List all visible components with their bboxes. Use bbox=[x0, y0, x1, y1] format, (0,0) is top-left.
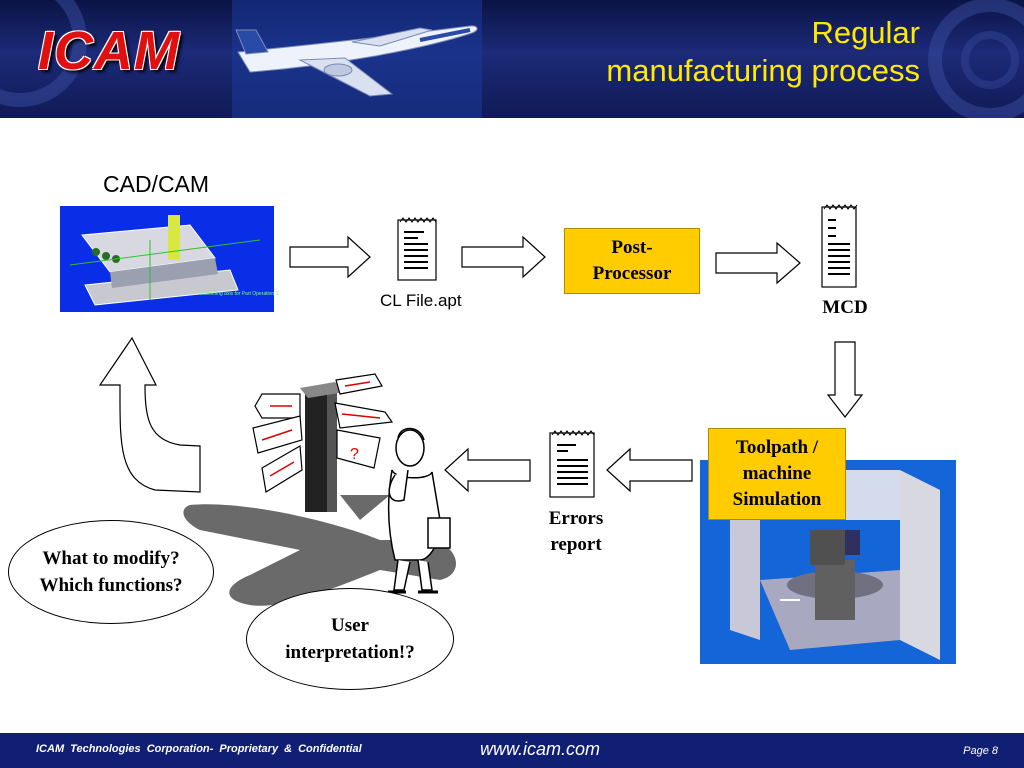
arrow-postprocessor-to-mcd bbox=[715, 241, 801, 285]
signpost-question-mark: ? bbox=[350, 446, 359, 463]
modify-line2: Which functions? bbox=[39, 575, 183, 596]
simulation-line1: Toolpath / bbox=[735, 437, 819, 458]
airplane-image bbox=[235, 25, 478, 97]
errors-report-label: Errors report bbox=[526, 506, 626, 558]
modify-line1: What to modify? bbox=[42, 548, 180, 569]
simulation-line3: Simulation bbox=[732, 489, 822, 510]
user-interpretation-ellipse: User interpretation!? bbox=[246, 588, 454, 690]
postprocessor-box: Post- Processor bbox=[564, 228, 700, 294]
signpost-shadow bbox=[183, 495, 457, 606]
clfile-label: CL File.apt bbox=[380, 291, 462, 310]
mcd-label: MCD bbox=[822, 297, 868, 318]
user-line2: interpretation!? bbox=[285, 642, 415, 663]
modify-question-ellipse: What to modify? Which functions? bbox=[8, 520, 214, 624]
slide-title-line1: Regular bbox=[811, 15, 920, 50]
arrow-mcd-to-simulation bbox=[826, 341, 864, 418]
postprocessor-line1: Post- bbox=[611, 237, 653, 258]
svg-text:Machining axis for Part Operat: Machining axis for Part Operation.1 bbox=[200, 291, 279, 297]
cadcam-image: Machining axis for Part Operation.1 bbox=[60, 206, 279, 312]
mcd-document-icon bbox=[821, 204, 858, 288]
arrow-simulation-to-errors bbox=[606, 447, 693, 493]
simulation-line2: machine bbox=[742, 463, 812, 484]
website-link[interactable]: www.icam.com bbox=[480, 739, 601, 759]
header-banner: ICAM Regular manufacturing process bbox=[0, 0, 1024, 118]
clfile-document-icon bbox=[397, 217, 437, 281]
cadcam-label: CAD/CAM bbox=[103, 171, 210, 197]
arrow-errors-to-user bbox=[444, 447, 531, 493]
footer-bar: ICAM Technologies Corporation- Proprieta… bbox=[0, 733, 1024, 768]
arrow-back-to-cadcam bbox=[98, 336, 201, 493]
arrow-cadcam-to-clfile bbox=[289, 235, 371, 279]
signpost-illustration: ? bbox=[252, 373, 394, 512]
postprocessor-line2: Processor bbox=[592, 263, 672, 284]
slide-title-line2: manufacturing process bbox=[606, 53, 920, 88]
confidential-notice: ICAM Technologies Corporation- Proprieta… bbox=[36, 743, 362, 755]
page-number: Page 8 bbox=[963, 745, 998, 757]
icam-logo: ICAM bbox=[38, 21, 180, 81]
errors-line2: report bbox=[550, 534, 602, 555]
errors-document-icon bbox=[549, 430, 595, 498]
user-line1: User bbox=[331, 615, 369, 636]
slide-title: Regular manufacturing process bbox=[606, 14, 920, 90]
arrow-clfile-to-postprocessor bbox=[461, 235, 546, 279]
simulation-box: Toolpath / machine Simulation bbox=[708, 428, 846, 520]
errors-line1: Errors bbox=[548, 508, 604, 529]
